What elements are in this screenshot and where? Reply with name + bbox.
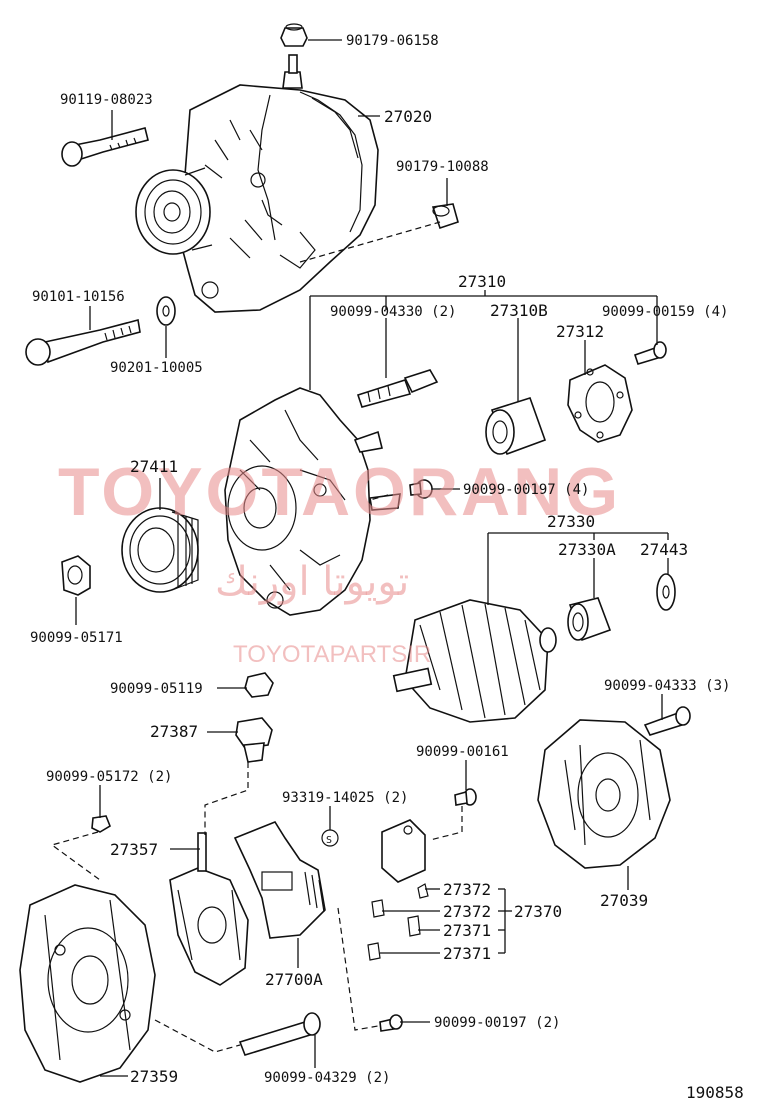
bolt-90101-10156-drawing xyxy=(25,319,141,366)
label-27312[interactable]: 27312 xyxy=(556,322,604,341)
label-27330A[interactable]: 27330A xyxy=(558,540,616,559)
rear-cover-27039-drawing xyxy=(537,719,671,869)
label-90101-10156[interactable]: 90101-10156 xyxy=(32,289,125,305)
label-93319-14025[interactable]: 93319-14025 (2) xyxy=(282,790,408,806)
diagram-id: 190858 xyxy=(686,1083,744,1102)
screw-90099-00197-2-drawing xyxy=(379,1014,403,1032)
label-90099-05119[interactable]: 90099-05119 xyxy=(110,681,203,697)
label-90099-04329[interactable]: 90099-04329 (2) xyxy=(264,1070,390,1086)
stud-bolt-90099-04330-drawing xyxy=(356,369,439,408)
label-27443[interactable]: 27443 xyxy=(640,540,688,559)
label-90099-00197-2[interactable]: 90099-00197 (2) xyxy=(434,1015,560,1031)
label-90099-00197-4[interactable]: 90099-00197 (4) xyxy=(463,482,589,498)
label-90099-00161[interactable]: 90099-00161 xyxy=(416,744,509,760)
drive-end-frame-drawing xyxy=(224,387,401,616)
label-27020[interactable]: 27020 xyxy=(384,107,432,126)
screw-90099-00159-drawing xyxy=(633,341,667,365)
watermark-main: TOYOTAORANG xyxy=(58,454,621,530)
nut-90099-05119-drawing xyxy=(244,672,274,698)
label-27371-b[interactable]: 27371 xyxy=(443,944,491,963)
bolt-90119-08023-drawing xyxy=(61,127,149,167)
label-27372-a[interactable]: 27372 xyxy=(443,880,491,899)
label-27371-a[interactable]: 27371 xyxy=(443,921,491,940)
label-90099-00159[interactable]: 90099-00159 (4) xyxy=(602,304,728,320)
bearing-27330A-drawing xyxy=(567,597,612,642)
watermark-arabic: تويوتا اورنك xyxy=(215,559,409,605)
label-90099-04330[interactable]: 90099-04330 (2) xyxy=(330,304,456,320)
pulley-27411-drawing xyxy=(121,507,199,593)
bearing-27310B-drawing xyxy=(485,397,547,456)
washer-s-mark: S xyxy=(326,835,332,846)
nut-90179-10088-drawing xyxy=(431,203,459,230)
watermark: TOYOTAORANG تويوتا اورنك TOYOTAPARTSIR xyxy=(58,454,621,668)
bolt-90099-04329-drawing xyxy=(238,1012,321,1056)
insulator-27387-drawing xyxy=(235,717,273,763)
washer-90201-10005-drawing xyxy=(156,296,176,326)
label-27411[interactable]: 27411 xyxy=(130,457,178,476)
regulator-27700A-drawing xyxy=(233,821,339,939)
brush-holder-27370-drawing xyxy=(367,819,429,961)
label-27310[interactable]: 27310 xyxy=(458,272,506,291)
screw-90099-00161-drawing xyxy=(454,788,477,806)
label-90099-05172[interactable]: 90099-05172 (2) xyxy=(46,769,172,785)
nut-90099-05171-drawing xyxy=(61,555,91,596)
label-90099-05171[interactable]: 90099-05171 xyxy=(30,630,123,646)
frame-27359-drawing xyxy=(19,884,156,1083)
retainer-plate-27312-drawing xyxy=(567,364,633,443)
label-90099-04333[interactable]: 90099-04333 (3) xyxy=(604,678,730,694)
bolt-90099-04333-drawing xyxy=(643,706,691,736)
assembly-dashed-lines xyxy=(50,221,463,1053)
label-27370[interactable]: 27370 xyxy=(514,902,562,921)
label-27357[interactable]: 27357 xyxy=(110,840,158,859)
rotor-27330-drawing xyxy=(392,599,557,723)
label-27310B[interactable]: 27310B xyxy=(490,301,548,320)
label-27039[interactable]: 27039 xyxy=(600,891,648,910)
label-27387[interactable]: 27387 xyxy=(150,722,198,741)
washer-90099-05172-drawing xyxy=(91,815,111,833)
label-27372-b[interactable]: 27372 xyxy=(443,902,491,921)
washer-27443-drawing xyxy=(656,573,676,611)
label-90179-10088[interactable]: 90179-10088 xyxy=(396,159,489,175)
alternator-assembly-drawing xyxy=(135,23,379,313)
label-27359[interactable]: 27359 xyxy=(130,1067,178,1086)
label-90179-06158[interactable]: 90179-06158 xyxy=(346,33,439,49)
label-27700A[interactable]: 27700A xyxy=(265,970,323,989)
label-90119-08023[interactable]: 90119-08023 xyxy=(60,92,153,108)
label-90201-10005[interactable]: 90201-10005 xyxy=(110,360,203,376)
leader-lines xyxy=(75,39,669,1077)
label-27330[interactable]: 27330 xyxy=(547,512,595,531)
rectifier-27357-drawing xyxy=(169,832,249,986)
part-labels: 90179-06158 27020 90119-08023 90179-1008… xyxy=(30,33,744,1102)
screw-90099-00197-4-drawing xyxy=(409,479,433,499)
watermark-small: TOYOTAPARTSIR xyxy=(233,641,431,668)
